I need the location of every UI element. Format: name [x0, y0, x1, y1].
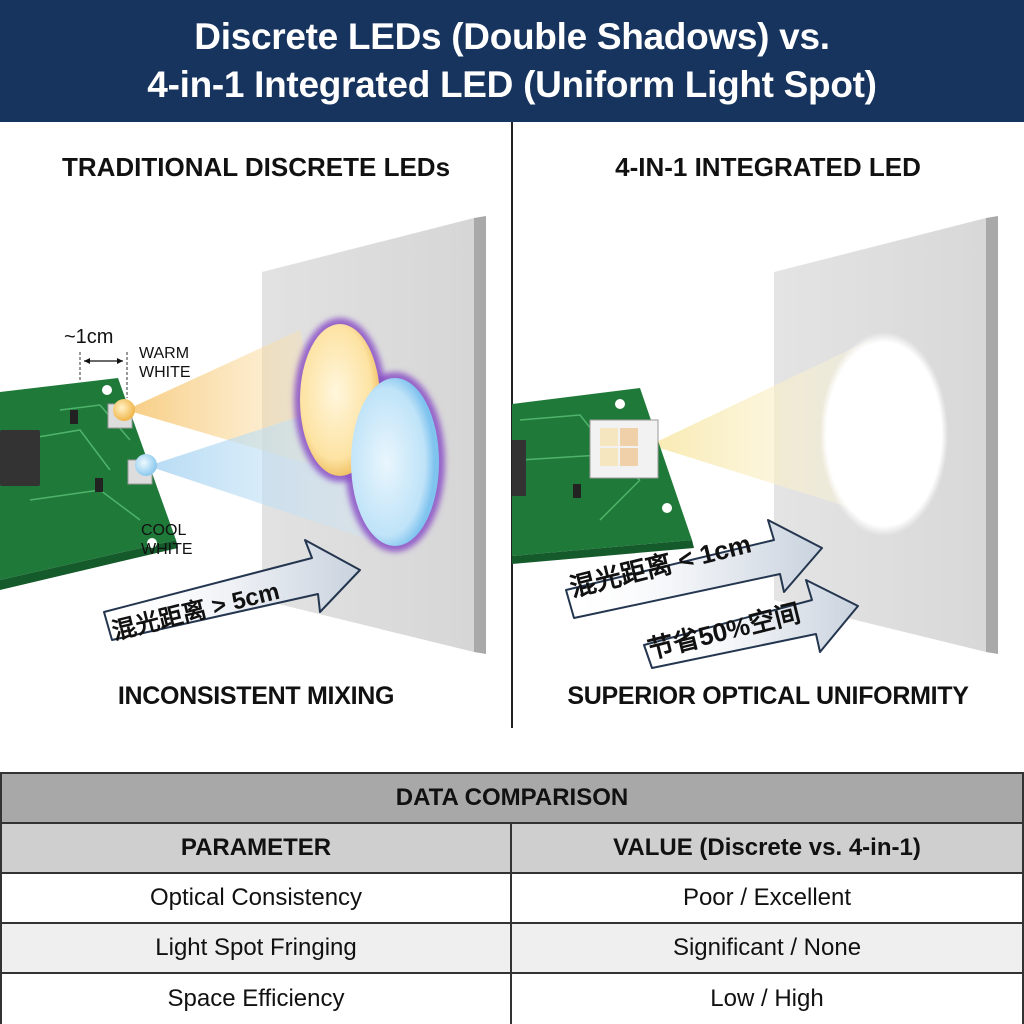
integrated-led-diagram	[512, 216, 998, 669]
integrated-led-illustration: 混光距离 < 1cm 节省50%空间	[512, 200, 1024, 670]
table-row: Optical Consistency Poor / Excellent	[2, 874, 1022, 924]
title-line-2: 4-in-1 Integrated LED (Uniform Light Spo…	[147, 64, 877, 105]
row-parameter: Light Spot Fringing	[2, 924, 512, 972]
left-panel-caption: INCONSISTENT MIXING	[117, 682, 395, 710]
cool-white-label-line2: WHITE	[141, 541, 193, 558]
left-panel-title: TRADITIONAL DISCRETE LEDs	[61, 152, 451, 182]
table-row: Light Spot Fringing Significant / None	[2, 924, 1022, 974]
cool-white-label: COOL WHITE	[141, 521, 193, 559]
header-parameter: PARAMETER	[2, 824, 512, 872]
table-title: DATA COMPARISON	[2, 774, 1022, 824]
right-panel-caption: SUPERIOR OPTICAL UNIFORMITY	[567, 682, 969, 710]
right-panel-title: 4-IN-1 INTEGRATED LED	[615, 152, 921, 182]
table-header-row: PARAMETER VALUE (Discrete vs. 4-in-1)	[2, 824, 1022, 874]
page-header: Discrete LEDs (Double Shadows) vs. 4-in-…	[0, 0, 1024, 122]
row-parameter: Space Efficiency	[2, 974, 512, 1024]
warm-white-label-line2: WHITE	[139, 364, 191, 381]
spacing-label: ~1cm	[64, 326, 114, 348]
warm-white-label: WARM WHITE	[139, 344, 191, 382]
table-row: Space Efficiency Low / High	[2, 974, 1022, 1024]
data-comparison-table: DATA COMPARISON PARAMETER VALUE (Discret…	[0, 772, 1024, 1024]
title-line-1: Discrete LEDs (Double Shadows) vs.	[194, 16, 830, 57]
cool-white-label-line1: COOL	[141, 522, 187, 539]
row-value: Low / High	[710, 985, 824, 1012]
discrete-led-illustration: ~1cm WARM WHITE COOL WHITE 混光距离 > 5cm	[0, 200, 512, 670]
row-value: Poor / Excellent	[682, 884, 852, 911]
row-value: Significant / None	[672, 934, 862, 961]
header-value: VALUE (Discrete vs. 4-in-1)	[613, 834, 921, 861]
discrete-led-diagram	[0, 216, 486, 654]
row-parameter: Optical Consistency	[2, 874, 512, 922]
warm-white-label-line1: WARM	[139, 345, 190, 362]
